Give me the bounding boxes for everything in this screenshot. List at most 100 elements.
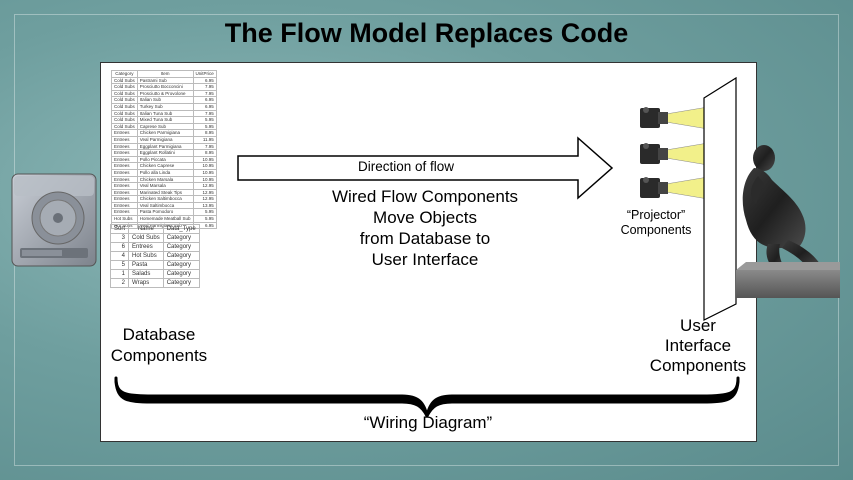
projector-label-line-2: Components [620, 223, 692, 237]
table-cell: 10.95 [192, 162, 217, 170]
table-cell: Marinated Steak Tips [136, 188, 194, 197]
table-cell: Chicken Caprese [136, 162, 194, 170]
table-cell: 12.95 [192, 188, 217, 197]
table-cell: 6.95 [192, 102, 217, 111]
database-label-line-1: Database [122, 325, 196, 344]
table-cell: 2 [109, 278, 130, 288]
table-cell: Wraps [128, 278, 164, 288]
table-header-cell: Name [128, 224, 164, 234]
table-cell: Cold Subs [111, 96, 138, 104]
user-interface-components-label: User Interface Components [640, 316, 756, 376]
table-cell: Entrees [111, 142, 138, 151]
table-cell: Cold Subs [128, 233, 164, 243]
table-cell: 13.95 [192, 201, 217, 210]
table-header-cell: Item [136, 70, 194, 78]
table-cell: Homemade Meatball Sub [136, 215, 194, 223]
table-cell: 10.95 [192, 175, 217, 184]
table-header-cell: Sort [109, 224, 130, 234]
center-line-1: Wired Flow Components [331, 187, 519, 206]
table-cell: Cold Subs [111, 102, 138, 111]
table-cell: Entrees [111, 208, 138, 217]
table-cell: 7.95 [192, 83, 217, 91]
table-cell: Entrees [111, 135, 138, 144]
table-cell: Entrees [111, 175, 138, 184]
database-components-label: Database Components [102, 324, 216, 366]
table-cell: Salads [128, 269, 164, 279]
table-cell: 4 [109, 251, 130, 261]
table-cell: Entrees [111, 195, 138, 203]
table-cell: Eggplant Parmigiana [136, 142, 194, 151]
center-line-2: Move Objects [373, 208, 477, 227]
table-cell: Entrees [111, 149, 138, 157]
table-cell: Entrees [111, 188, 138, 197]
table-cell: 1 [109, 269, 130, 279]
table-cell: Cold Subs [111, 116, 138, 124]
table-cell: Hot Subs [111, 215, 138, 223]
table-cell: Pollo Piccata [136, 155, 194, 164]
table-header-cell: UnitPrice [192, 70, 217, 78]
thinker-statue-icon [736, 145, 840, 298]
projector-label: “Projector” Components [606, 208, 706, 238]
table-cell: Veal Parmigiana [136, 135, 194, 144]
table-cell: Pasta [128, 260, 164, 270]
arrow-label-text: Direction of flow [357, 159, 455, 174]
table-cell: Italian Tuna Sub [136, 109, 194, 118]
database-label-line-2: Components [110, 346, 208, 365]
table-cell: Entrees [111, 162, 138, 170]
table-header-cell: Category [111, 70, 138, 78]
ui-label-line-3: Components [649, 356, 747, 375]
table-cell: 12.95 [192, 195, 217, 203]
table-cell: 8.95 [192, 149, 217, 157]
table-cell: Entrees [111, 168, 138, 177]
table-cell: 7.95 [192, 89, 217, 98]
table-cell: 3 [109, 233, 130, 243]
table-cell: 10.95 [192, 168, 217, 177]
table-cell: 5.95 [192, 208, 217, 217]
ui-label-line-2: Interface [664, 336, 732, 355]
ui-label-line-1: User [680, 316, 716, 335]
projectors-group [640, 105, 715, 201]
wiring-diagram-label: “Wiring Diagram” [363, 413, 493, 432]
table-cell: Category [162, 269, 200, 279]
table-cell: 6.95 [192, 76, 217, 85]
table-cell: Prosciutto & Provolone [136, 89, 194, 98]
direction-arrow [237, 136, 614, 200]
table-cell: Turkey Sub [136, 102, 194, 111]
table-cell: 6.95 [192, 96, 217, 104]
projector-2 [640, 141, 715, 167]
projector-label-line-1: “Projector” [626, 208, 686, 222]
table-cell: Entrees [128, 242, 164, 252]
table-cell: Entrees [111, 182, 138, 190]
table-cell: 5.95 [192, 116, 217, 124]
table-cell: 5.95 [192, 122, 217, 131]
table-cell: Pastrami Sub [136, 76, 194, 85]
table-cell: 7.95 [192, 109, 217, 118]
slide-title: The Flow Model Replaces Code [224, 18, 629, 48]
table-cell: Pollo alla Linda [136, 168, 194, 177]
table-cell: Cold Subs [111, 83, 138, 91]
table-cell: Veal Marsala [136, 182, 194, 190]
table-cell: Pasta Pomodoro [136, 208, 194, 217]
center-line-3: from Database to [359, 229, 491, 248]
